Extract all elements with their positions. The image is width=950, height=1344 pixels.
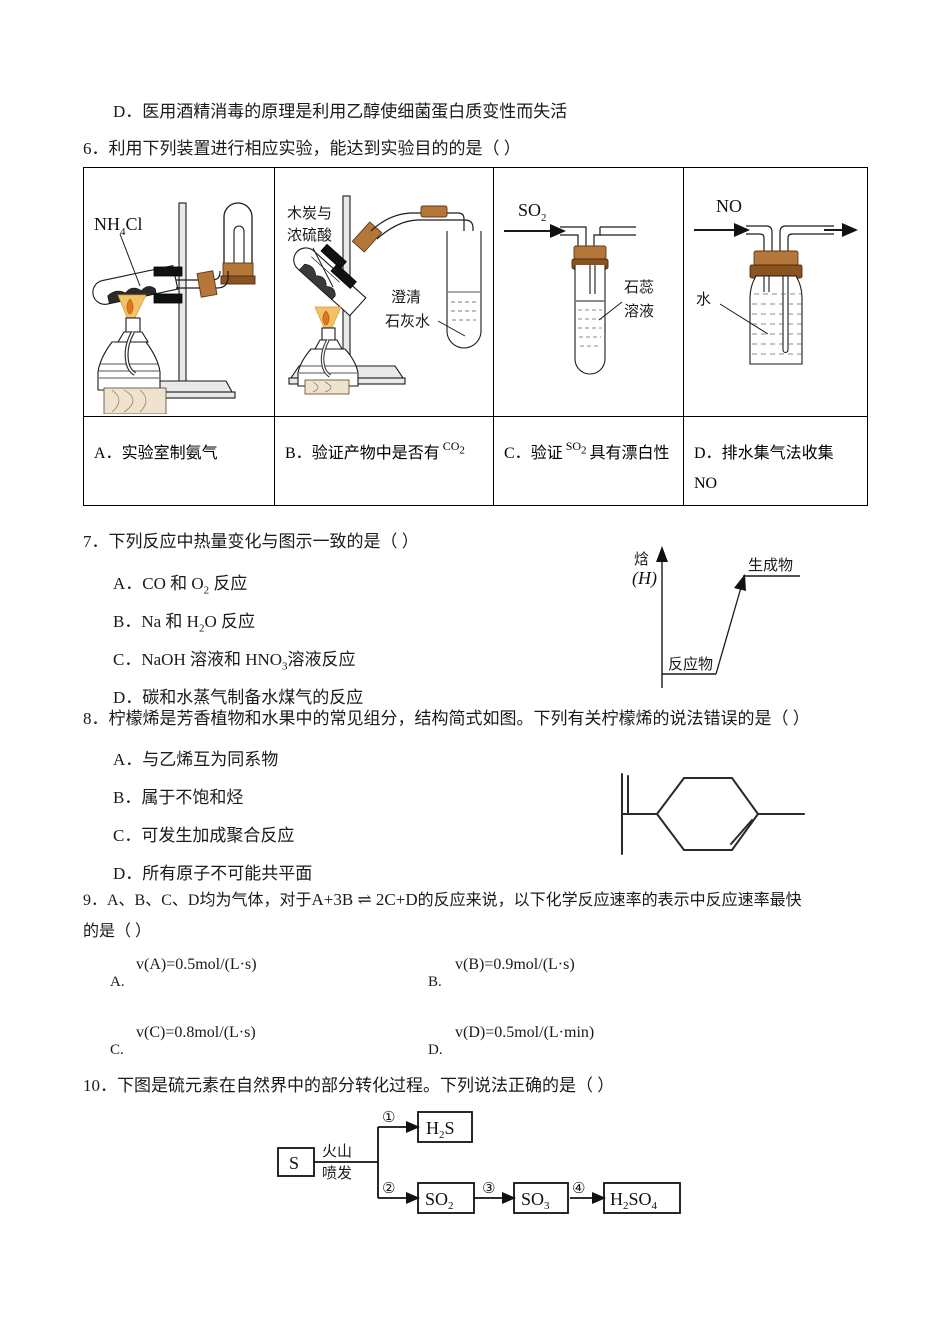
step-number-3: ③ — [482, 1179, 495, 1197]
q5-option-d: D．医用酒精消毒的原理是利用乙醇使细菌蛋白质变性而失活 — [113, 102, 568, 121]
figure-cell-c: SO2 — [493, 167, 684, 417]
label-litmus-1: 石蕊 — [624, 278, 654, 296]
caption-d-text-after: NO — [694, 475, 718, 493]
label-charcoal-sulfuric-1: 木炭与 — [287, 204, 332, 222]
q7-option-d: D．碳和水蒸气制备水煤气的反应 — [113, 688, 364, 707]
q9-option-b-label: B. — [428, 974, 442, 990]
node-h2so4: H2SO4 — [610, 1189, 658, 1212]
label-limewater-1: 澄清 — [391, 288, 421, 306]
figure-cell-a: NH4Cl — [83, 167, 275, 417]
q7-stem: 7．下列反应中热量变化与图示一致的是（ ） — [83, 532, 419, 551]
figure-cell-d: NO — [683, 167, 868, 417]
label-water: 水 — [696, 290, 711, 308]
q9-stem-prefix: 9．A、B、C、D均为气体，对于 — [83, 892, 312, 909]
label-charcoal-sulfuric-2: 浓硫酸 — [287, 226, 332, 244]
caption-c-text: 验证 — [530, 445, 563, 462]
q9-stem-line1: 9．A、B、C、D均为气体，对于A+3B ⇌ 2C+D的反应来说，以下化学反应速… — [83, 888, 802, 912]
process-label-line2: 喷发 — [322, 1164, 352, 1182]
caption-c-formula: SO2 — [565, 439, 587, 457]
q8-stem: 8．柠檬烯是芳香植物和水果中的常见组分，结构简式如图。下列有关柠檬烯的说法错误的… — [83, 709, 810, 728]
apparatus-co2-test: 木炭与 浓硫酸 澄清 石灰水 — [287, 195, 482, 395]
q9-option-a-label: A. — [110, 974, 125, 990]
enthalpy-axis-label-1: 焓 — [634, 550, 649, 568]
node-so2: SO2 — [425, 1189, 454, 1212]
q7-option-a: A．CO 和 O2 反应 — [113, 574, 248, 597]
q9-stem-line2: 的是（ ） — [83, 923, 152, 940]
apparatus-ammonia-prep: NH4Cl — [92, 202, 256, 414]
node-h2s: H2S — [426, 1118, 455, 1141]
apparatus-no-collection: NO — [694, 196, 858, 365]
limonene-structure — [621, 773, 805, 855]
figure-cell-b: 木炭与 浓硫酸 澄清 石灰水 — [274, 167, 494, 417]
label-nh4cl: NH4Cl — [94, 214, 143, 238]
caption-d-text: 排水集气法收集 — [721, 445, 834, 462]
q9-option-b-value: v(B)=0.9mol/(L·s) — [455, 956, 575, 973]
q7-option-c: C．NaOH 溶液和 HNO3溶液反应 — [113, 650, 356, 673]
q7-option-b: B．Na 和 H2O 反应 — [113, 612, 255, 635]
caption-c-prefix: C． — [504, 445, 531, 462]
annotation-reactants: 反应物 — [668, 655, 713, 673]
q8-option-a: A．与乙烯互为同系物 — [113, 750, 279, 769]
caption-b-formula: CO2 — [442, 439, 465, 457]
q8-option-d: D．所有原子不可能共平面 — [113, 864, 313, 883]
q9-option-d-value: v(D)=0.5mol/(L·min) — [455, 1024, 595, 1041]
node-s: S — [289, 1153, 299, 1173]
apparatus-table: NH4Cl — [83, 167, 868, 506]
q9-option-d-label: D. — [428, 1042, 443, 1058]
label-litmus-2: 溶液 — [624, 302, 654, 320]
q9-equation: A+3B ⇌ 2C+D — [311, 890, 418, 909]
annotation-products: 生成物 — [748, 556, 793, 574]
enthalpy-axis-label-2: (H) — [632, 568, 657, 589]
q8-option-b: B．属于不饱和烃 — [113, 788, 244, 807]
step-number-2: ② — [382, 1179, 395, 1197]
apparatus-so2-bleaching: SO2 — [504, 200, 654, 375]
node-so3: SO3 — [521, 1189, 550, 1212]
caption-c-text-after: 具有漂白性 — [589, 445, 670, 462]
caption-cell-d: D．排水集气法收集 NO — [683, 416, 868, 506]
step-number-1: ① — [382, 1108, 395, 1126]
caption-d-prefix: D． — [694, 445, 722, 462]
q9-option-c-value: v(C)=0.8mol/(L·s) — [136, 1024, 256, 1041]
q9-stem-tail: 的反应来说，以下化学反应速率的表示中反应速率最快 — [417, 892, 802, 909]
q9-option-a-value: v(A)=0.5mol/(L·s) — [136, 956, 257, 973]
label-limewater-2: 石灰水 — [385, 312, 430, 330]
caption-b-text: 验证产物中是否有 — [311, 445, 440, 462]
label-so2: SO2 — [518, 200, 547, 224]
caption-b-prefix: B． — [285, 445, 312, 462]
q9-option-c-label: C. — [110, 1042, 124, 1058]
caption-a-prefix: A． — [94, 445, 122, 462]
enthalpy-diagram: 焓 (H) 反应物 生成物 — [632, 546, 800, 688]
caption-a-text: 实验室制氨气 — [121, 445, 218, 462]
process-label-line1: 火山 — [322, 1142, 352, 1160]
sulfur-cycle-diagram: S H2S SO2 SO3 H2SO4 火山 喷发 ① ② ③ ④ — [277, 1108, 681, 1214]
q10-stem: 10．下图是硫元素在自然界中的部分转化过程。下列说法正确的是（ ） — [83, 1076, 615, 1095]
q8-option-c: C．可发生加成聚合反应 — [113, 826, 295, 845]
caption-cell-a: A．实验室制氨气 — [83, 416, 275, 506]
step-number-4: ④ — [572, 1179, 585, 1197]
q6-stem: 6．利用下列装置进行相应实验，能达到实验目的的是（ ） — [83, 139, 521, 158]
label-no: NO — [716, 196, 742, 216]
table-row-figures: NH4Cl — [83, 167, 868, 417]
